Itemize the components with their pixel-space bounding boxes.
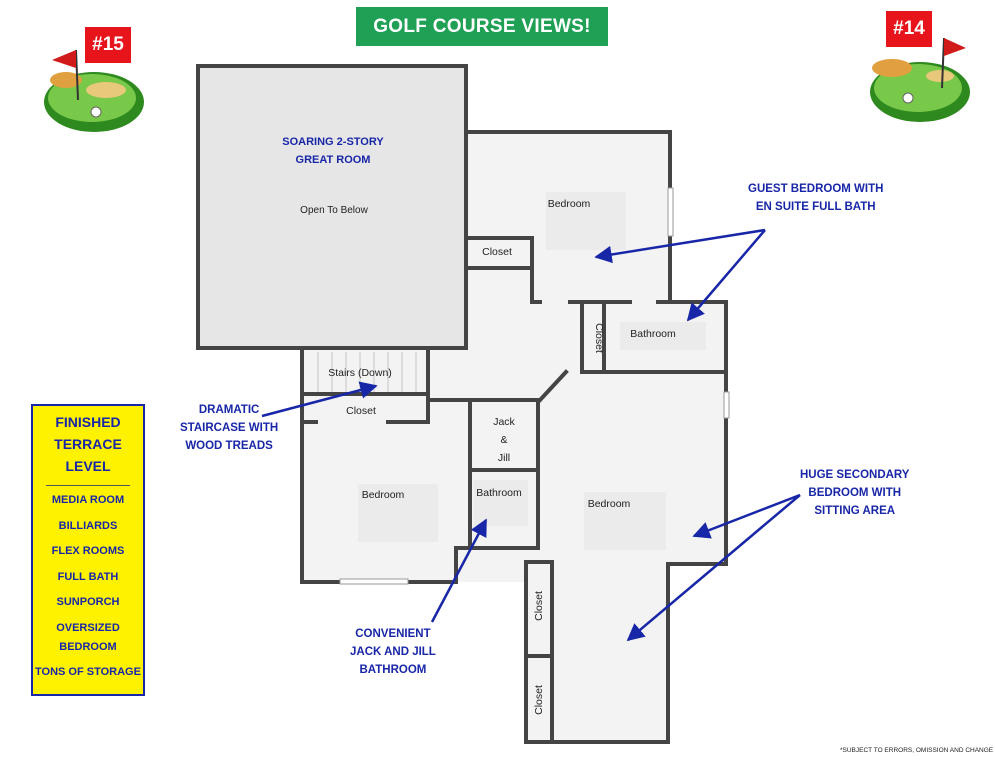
callout-line: STAIRCASE WITH — [180, 422, 279, 434]
callout-line: BEDROOM WITH — [808, 487, 902, 499]
callout-line: DRAMATIC — [198, 404, 260, 416]
bedroom-label-secondary: Bedroom — [588, 498, 631, 510]
great-room-title-1: SOARING 2-STORY — [282, 136, 384, 148]
finished-terrace-level-box: FINISHED TERRACE LEVEL MEDIA ROOM BILLIA… — [31, 404, 145, 696]
amp-label: & — [500, 434, 507, 446]
callout-line: HUGE SECONDARY — [800, 469, 910, 481]
feature-item: BEDROOM — [59, 640, 117, 653]
closet-label-hall: Closet — [593, 323, 605, 353]
feature-item: BILLIARDS — [58, 519, 118, 532]
bedroom-label-lower-left: Bedroom — [362, 489, 405, 501]
sidebar-title-line: LEVEL — [65, 458, 111, 474]
bedroom-label-guest: Bedroom — [548, 198, 591, 210]
divider — [46, 485, 130, 486]
callout-line: CONVENIENT — [355, 628, 431, 640]
callout-secondary-bedroom: HUGE SECONDARY BEDROOM WITH SITTING AREA — [800, 466, 909, 520]
callout-line: GUEST BEDROOM WITH — [748, 183, 884, 195]
callout-line: WOOD TREADS — [185, 440, 273, 452]
closet-label-guest: Closet — [482, 246, 512, 258]
callout-jack-jill: CONVENIENT JACK AND JILL BATHROOM — [350, 625, 436, 679]
bathroom-label-jackjill: Bathroom — [476, 487, 522, 499]
callout-staircase: DRAMATIC STAIRCASE WITH WOOD TREADS — [180, 401, 278, 455]
hole-14-badge: #14 — [886, 11, 932, 47]
great-room — [196, 64, 468, 350]
windows — [339, 187, 730, 585]
golf-green-icon — [44, 49, 144, 132]
jill-label: Jill — [498, 452, 510, 464]
feature-item: TONS OF STORAGE — [35, 666, 141, 678]
callout-line: SITTING AREA — [814, 505, 896, 517]
room-label-pads — [358, 192, 706, 550]
callout-line: EN SUITE FULL BATH — [755, 201, 876, 213]
sidebar-title-line: FINISHED — [55, 414, 121, 430]
feature-item: SUNPORCH — [56, 596, 120, 608]
closet-label-secondary-1: Closet — [533, 591, 545, 621]
open-to-below-label: Open To Below — [300, 205, 368, 216]
callout-guest-bedroom: GUEST BEDROOM WITH EN SUITE FULL BATH — [748, 180, 883, 216]
disclaimer-text: *SUBJECT TO ERRORS, OMISSION AND CHANGE — [840, 747, 994, 754]
feature-item: FLEX ROOMS — [51, 545, 125, 557]
feature-list: MEDIA ROOM BILLIARDS FLEX ROOMS FULL BAT… — [33, 491, 143, 682]
sidebar-title-line: TERRACE — [54, 436, 122, 452]
sidebar-title: FINISHED TERRACE LEVEL — [33, 411, 143, 477]
closet-label-stair: Closet — [346, 405, 376, 417]
feature-item: FULL BATH — [57, 570, 119, 583]
jack-label: Jack — [493, 416, 515, 428]
stairs-label: Stairs (Down) — [328, 367, 392, 379]
golf-green-icon — [870, 37, 970, 122]
closet-label-secondary-2: Closet — [533, 685, 545, 715]
callout-line: JACK AND JILL — [350, 646, 436, 658]
feature-item: MEDIA ROOM — [51, 494, 125, 506]
feature-item: OVERSIZED — [56, 621, 120, 634]
hole-15-badge: #15 — [85, 27, 131, 63]
callout-line: BATHROOM — [359, 664, 427, 676]
great-room-title-2: GREAT ROOM — [296, 154, 371, 166]
bathroom-label-ensuite: Bathroom — [630, 328, 676, 340]
callout-arrows — [261, 228, 801, 642]
golf-course-banner: GOLF COURSE VIEWS! — [356, 7, 608, 46]
